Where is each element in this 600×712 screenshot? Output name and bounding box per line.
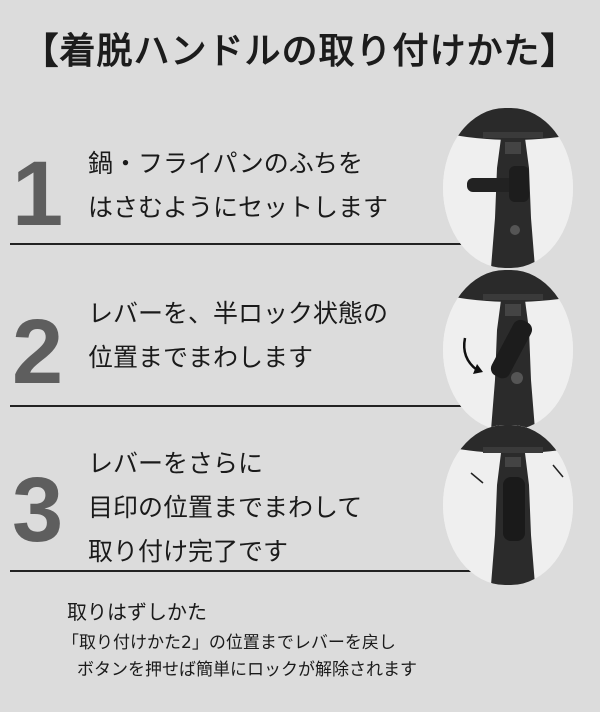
step-text: レバーを、半ロック状態の 位置までまわします	[88, 292, 388, 380]
step-text: 鍋・フライパンのふちを はさむようにセットします	[88, 142, 388, 230]
removal-title: 取りはずしかた	[67, 600, 207, 624]
step-number: 2	[12, 301, 64, 403]
divider	[10, 405, 472, 407]
handle-photo-step-3	[443, 425, 573, 585]
step-text-line: 目印の位置までまわして	[88, 493, 363, 522]
page-title: 【着脱ハンドルの取り付けかた】	[22, 31, 578, 72]
handle-photo-step-2	[443, 270, 573, 430]
step-text-line: 位置までまわします	[88, 343, 314, 372]
step-text-line: レバーをさらに	[88, 449, 264, 478]
divider	[10, 570, 472, 572]
step-text-line: レバーを、半ロック状態の	[88, 299, 389, 328]
step-text-line: はさむようにセットします	[88, 193, 389, 222]
step-text-line: 鍋・フライパンのふちを	[88, 149, 364, 178]
step-number: 1	[12, 143, 64, 245]
step-text: レバーをさらに 目印の位置までまわして 取り付け完了です	[88, 442, 362, 574]
divider	[10, 243, 472, 245]
step-text-line: 取り付け完了です	[88, 537, 289, 566]
removal-text-line: 「取り付けかた2」の位置までレバーを戻し	[62, 633, 396, 653]
removal-text-line: ボタンを押せば簡単にロックが解除されます	[77, 660, 417, 680]
step-number: 3	[12, 459, 64, 561]
handle-photo-step-1	[443, 108, 573, 268]
